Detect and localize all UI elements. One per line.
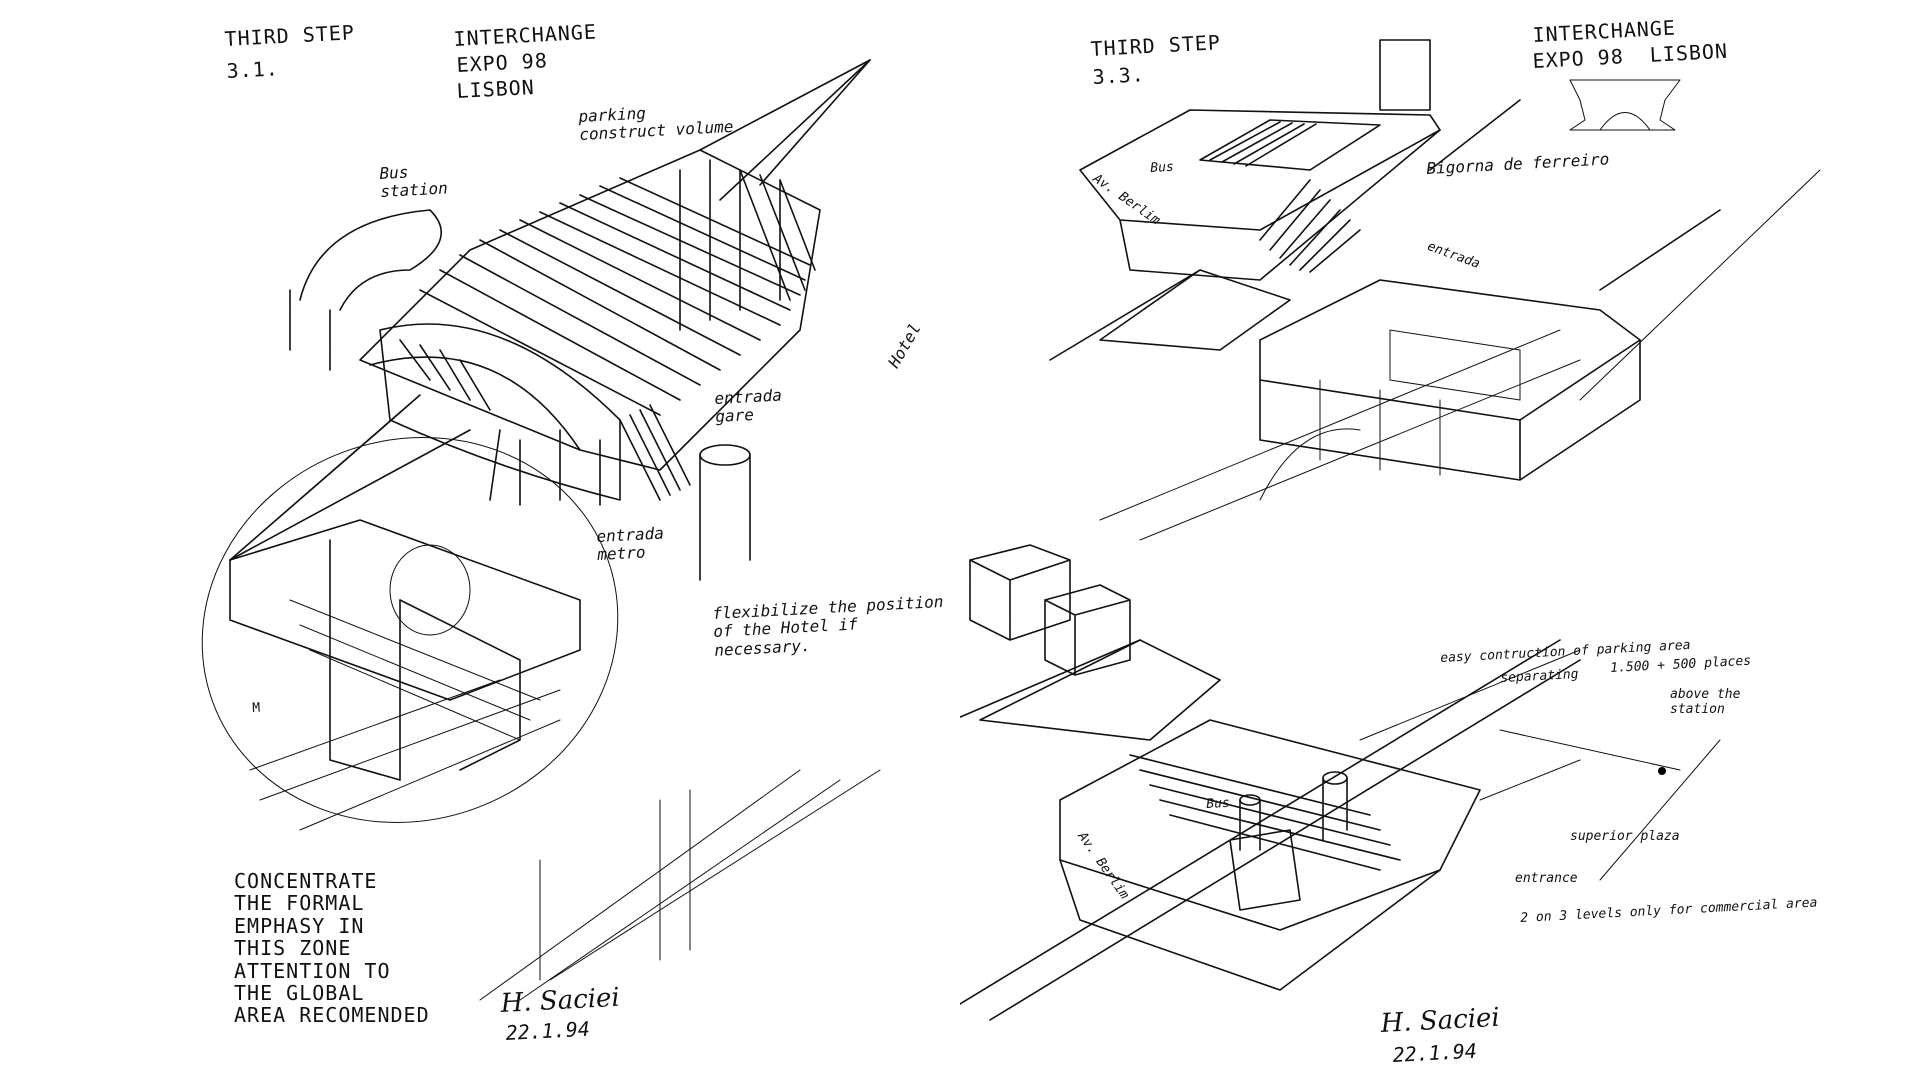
label-bus-station: Bus station bbox=[378, 162, 449, 202]
step-number: 3.3. bbox=[1091, 62, 1146, 89]
step-number: 3.1. bbox=[225, 56, 280, 83]
label-entrada-gare: entrada gare bbox=[713, 385, 783, 427]
interchange-sketch-drawing-3-1 bbox=[201, 59, 881, 1001]
date: 22.1.94 bbox=[504, 1016, 591, 1045]
label-m: M bbox=[251, 700, 262, 716]
label-bus-bottom: Bus bbox=[1205, 795, 1231, 812]
label-superior-plaza: superior plaza bbox=[1570, 829, 1680, 844]
label-above-station: above the station bbox=[1670, 687, 1741, 717]
project-title-line-2: EXPO 98 bbox=[455, 48, 549, 77]
sketch-sheet-3-1: THIRD STEP 3.1. INTERCHANGE EXPO 98 LISB… bbox=[201, 19, 944, 1045]
label-entrada-metro: entrada metro bbox=[595, 523, 665, 565]
signature: H. Saciei bbox=[1379, 1002, 1501, 1039]
project-title-line-3: LISBON bbox=[455, 74, 536, 103]
label-bus-top: Bus bbox=[1149, 159, 1175, 176]
sketch-sheet-3-3: THIRD STEP 3.3. INTERCHANGE EXPO 98 LISB… bbox=[960, 0, 1920, 1080]
signature: H. Saciei bbox=[499, 982, 621, 1019]
interchange-sketch-drawing-3-3 bbox=[960, 39, 1821, 1021]
concentrate-note: CONCENTRATE THE FORMAL EMPHASY IN THIS Z… bbox=[234, 869, 430, 1028]
date: 22.1.94 bbox=[1391, 1038, 1478, 1067]
label-entrance: entrance bbox=[1515, 871, 1578, 886]
